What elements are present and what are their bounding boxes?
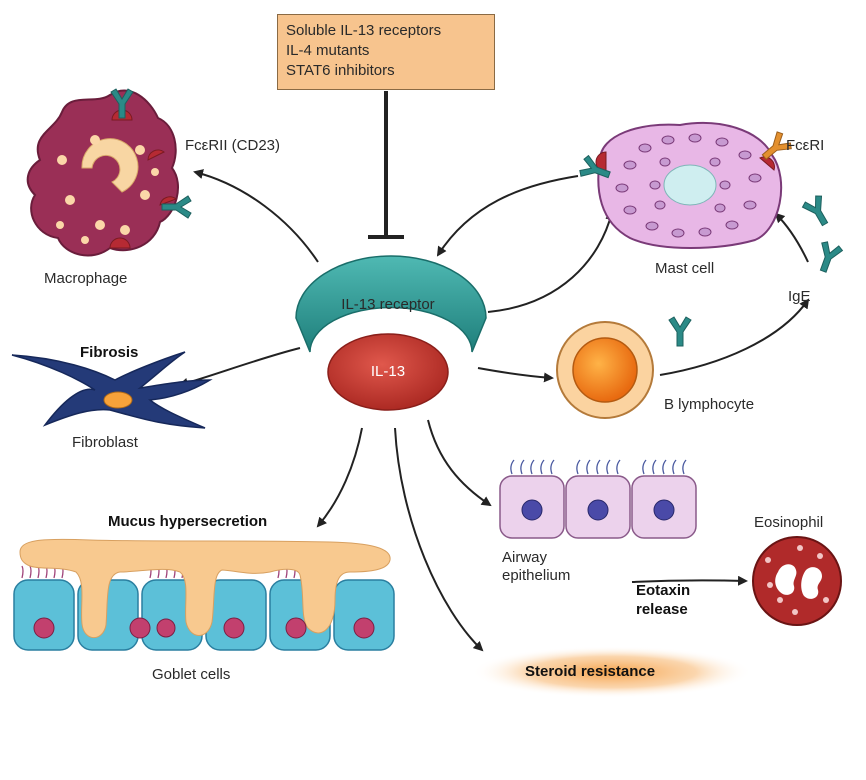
b-lymphocyte-cell [556,316,692,419]
fibrosis-heading: Fibrosis [80,344,139,361]
fibroblast-label: Fibroblast [72,434,138,451]
fibroblast-cell [11,351,213,429]
mast-cell-label: Mast cell [655,260,715,277]
arrow-from-mast-cell [436,175,579,257]
eosinophil-label: Eosinophil [754,514,824,531]
inhibitor-item: IL-4 mutants [286,42,370,59]
eotaxin-label-line1: Eotaxin [636,582,691,599]
inhibition-line [368,91,404,239]
il13-label: IL-13 [370,363,406,380]
inhibitor-box: Soluble IL-13 receptors IL-4 mutants STA… [277,14,495,90]
il13-receptor-shape [295,255,487,353]
fceRII-label: FcεRII (CD23) [185,137,281,154]
goblet-cells-label: Goblet cells [152,666,231,683]
eotaxin-label-line2: release [636,601,688,618]
il13-receptor-label: IL-13 receptor [341,296,435,313]
fceRI-label: FcεRI [786,137,825,154]
il13-ligand-shape [327,333,449,411]
mucus-layer [19,538,391,639]
arrow-ige-to-mast-cell [774,212,809,263]
airway-epithelium-cells [499,459,697,539]
ige-antibodies [800,193,844,276]
pathway-arrows [178,169,810,652]
mast-cell [577,122,795,249]
arrow-to-airway [427,419,492,507]
arrow-to-mucus [316,427,363,528]
il13-receptor-complex [295,255,487,411]
arrow-to-fibroblast [178,347,301,388]
arrow-to-macrophage [193,169,319,263]
macrophage-label: Macrophage [44,270,128,287]
inhibitor-item: Soluble IL-13 receptors [286,22,442,39]
eosinophil-cell [752,536,842,626]
inhibitor-item: STAT6 inhibitors [286,62,395,79]
arrow-to-mast-cell [487,210,615,313]
airway-label-line2: epithelium [502,567,571,584]
arrow-to-eosinophil [631,575,748,586]
steroid-resistance-glow [472,646,752,698]
mucus-hypersecretion-heading: Mucus hypersecretion [108,513,268,530]
goblet-cells [13,538,395,651]
arrow-to-b-lymphocyte [477,367,554,383]
arrow-to-steroid [394,427,484,652]
macrophage-cell [26,88,192,257]
steroid-resistance-label: Steroid resistance [525,663,656,680]
ige-label: IgE [788,288,811,305]
arrow-b-to-ige [659,298,810,376]
airway-label-line1: Airway [502,549,548,566]
b-lymphocyte-label: B lymphocyte [664,396,755,413]
